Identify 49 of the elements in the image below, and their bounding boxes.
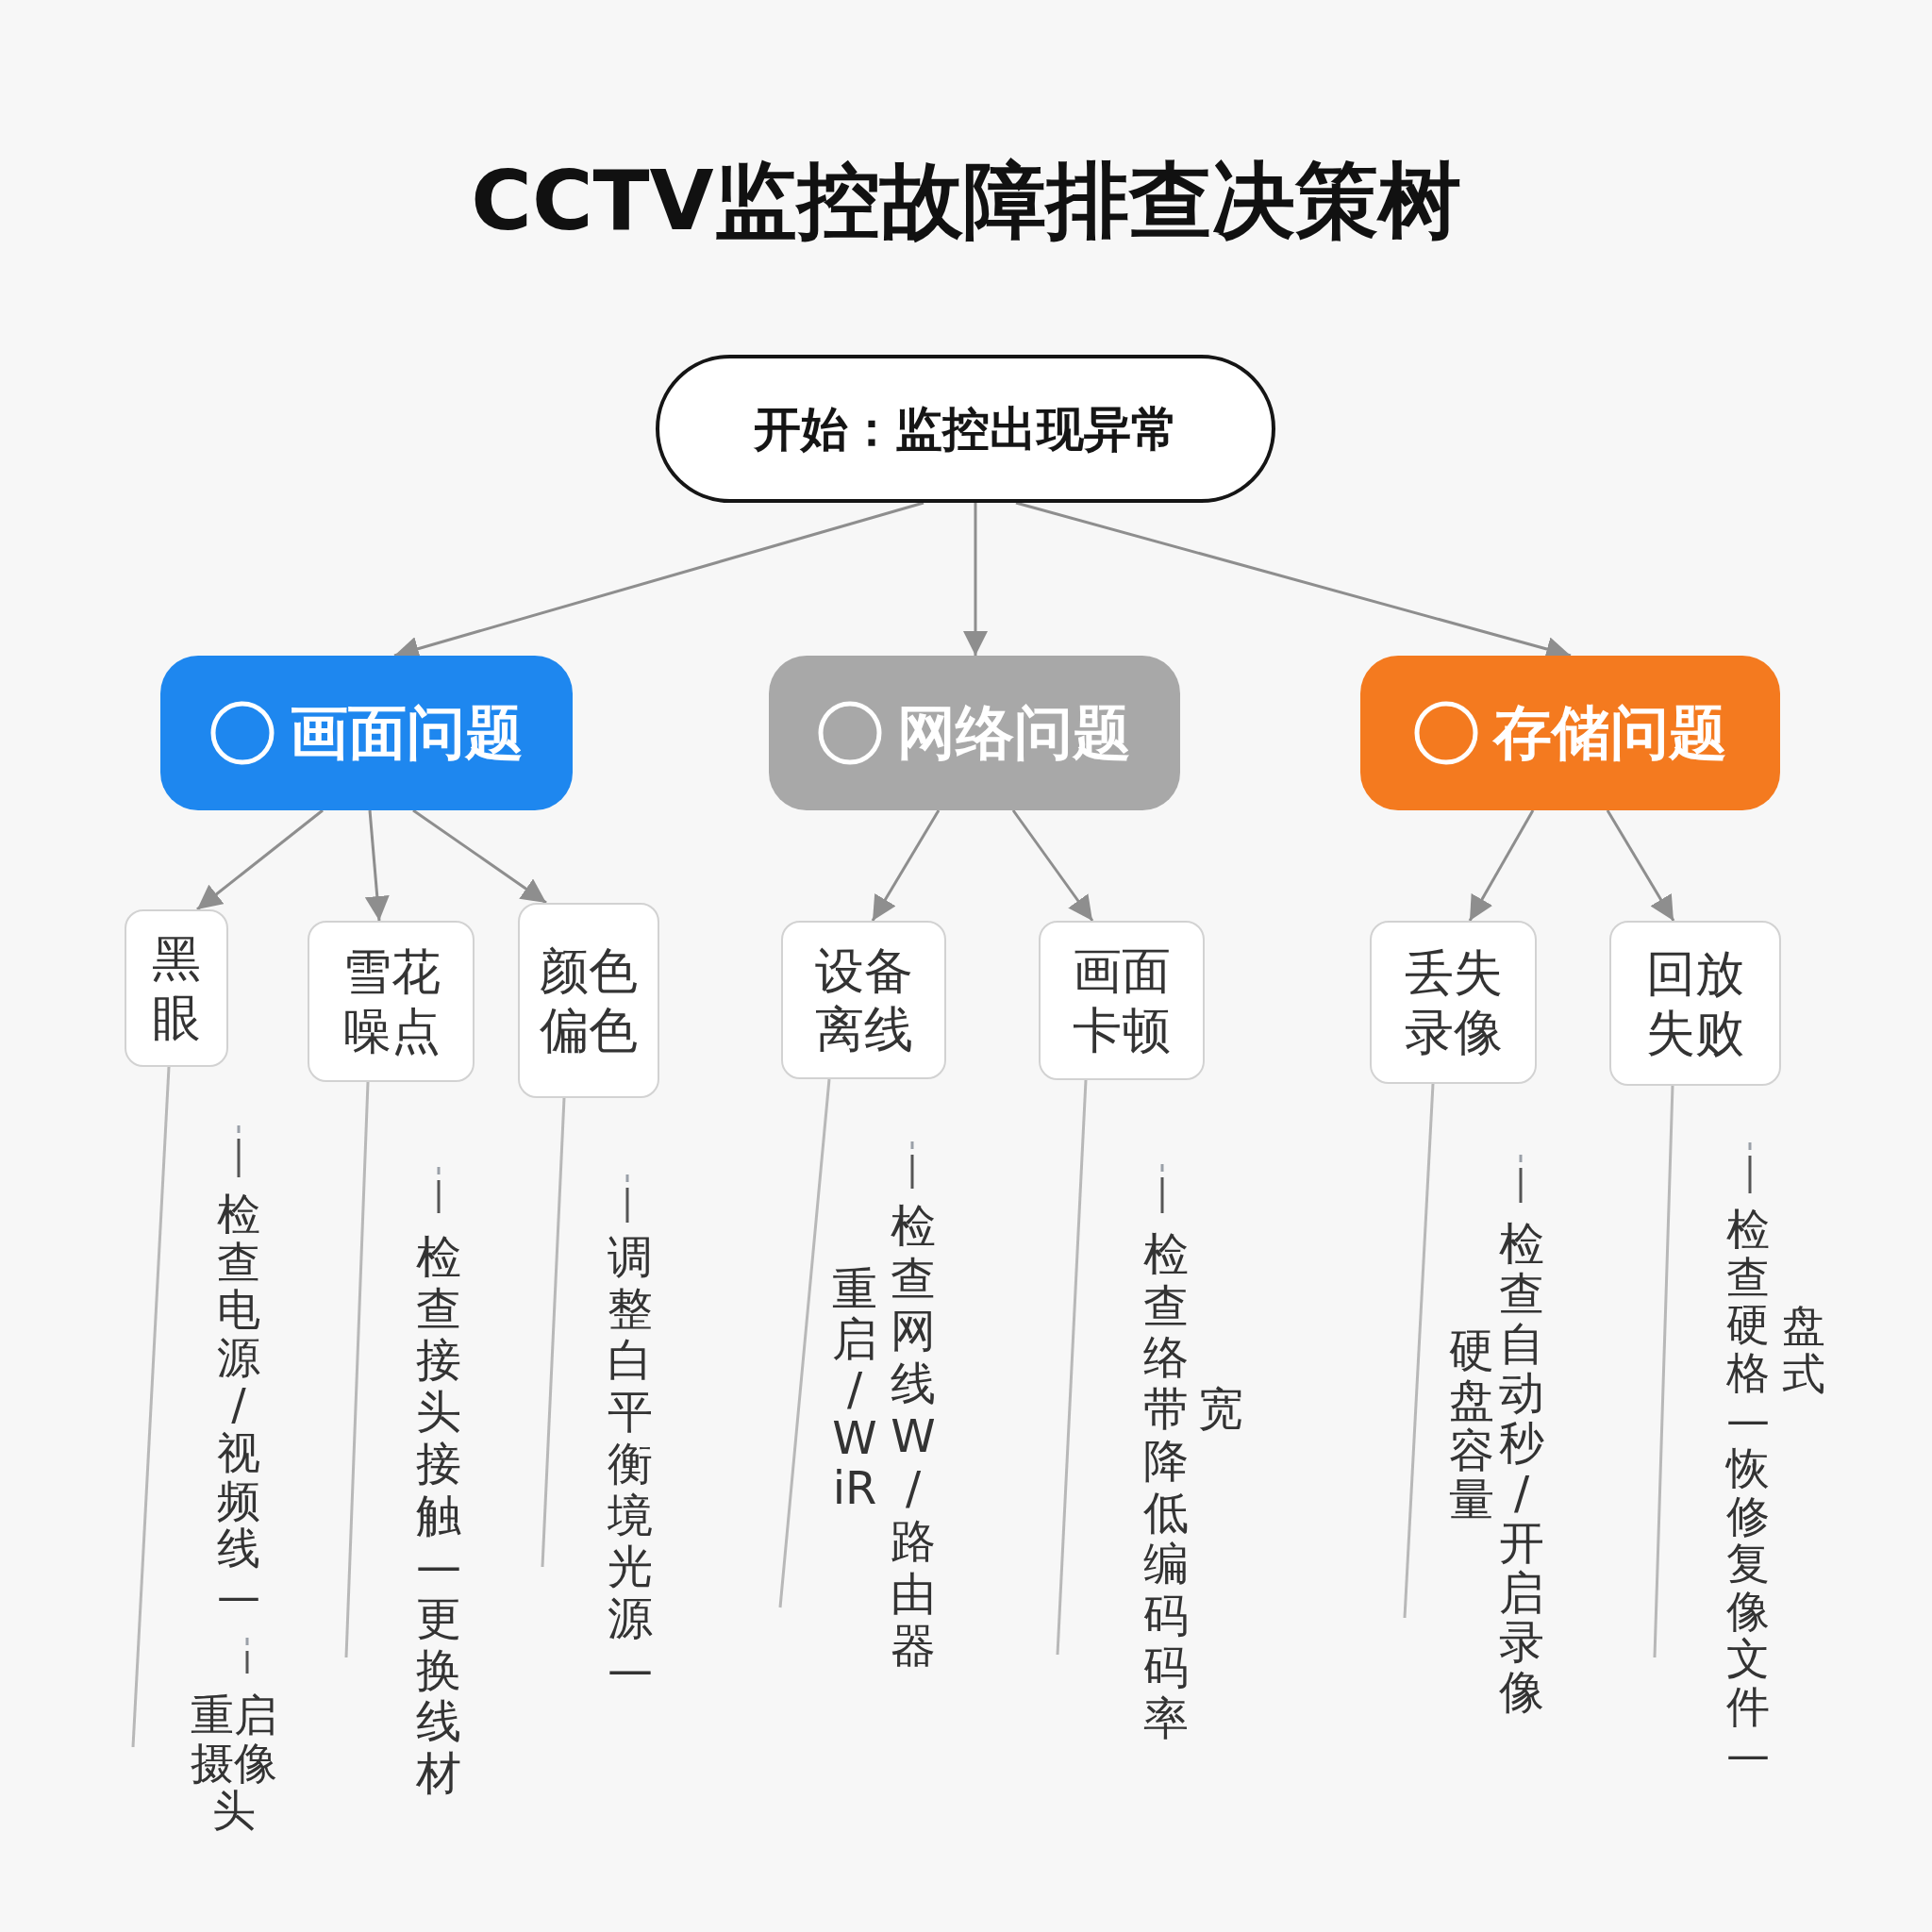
action-text: 检查硬格—恢修复像文件—	[1725, 1206, 1771, 1779]
action-text: 重启摄像头	[190, 1691, 278, 1835]
arrow	[871, 809, 941, 922]
action-text: 调整白平衡境光源—	[607, 1231, 654, 1696]
issue-box	[1039, 921, 1205, 1080]
action-text: 宽	[1197, 1383, 1244, 1435]
category-box	[160, 656, 573, 810]
issue-box	[1609, 921, 1781, 1086]
node-text: 网络问题	[897, 697, 1131, 769]
arrow	[963, 503, 988, 656]
connector-line	[1403, 1083, 1435, 1619]
connector-line	[778, 1078, 831, 1608]
arrow	[1011, 809, 1094, 922]
action-text: 盘式	[1781, 1302, 1826, 1398]
arrow	[1468, 809, 1535, 922]
action-text: 检查网线W/路由器	[890, 1200, 937, 1674]
node-text: 画面卡顿	[1072, 941, 1172, 1059]
connector-line	[1056, 1079, 1088, 1656]
issue-box	[308, 921, 475, 1082]
category-box	[1360, 656, 1780, 810]
node-text: 回放失败	[1645, 944, 1745, 1062]
connector-line	[344, 1081, 370, 1658]
action-text: 重启/WiR	[831, 1264, 878, 1513]
arrow	[412, 808, 547, 905]
node-text: 颜色偏色	[539, 941, 639, 1059]
node-text: 黑眼	[151, 929, 202, 1047]
action-text: 检查络带降低编码码率	[1142, 1228, 1190, 1745]
node-text: 雪花噪点	[341, 942, 441, 1060]
node-text: 画面问题	[289, 697, 524, 769]
title: CCTV监控故障排查决策树	[471, 151, 1461, 251]
connector-line	[131, 1066, 171, 1748]
arrow	[364, 809, 390, 922]
issue-box	[125, 909, 228, 1067]
connector-line	[1653, 1085, 1674, 1658]
node-text: 开始：监控出现异常	[753, 400, 1178, 458]
action-text: 检查自动秒/开启录像	[1498, 1219, 1545, 1717]
issue-box	[518, 903, 659, 1098]
node-text: 存储问题	[1492, 697, 1727, 769]
issue-box	[1370, 921, 1537, 1084]
arrow	[196, 808, 324, 911]
category-box	[769, 656, 1180, 810]
action-text: 硬盘容量	[1448, 1325, 1495, 1525]
node-text: 丢失录像	[1403, 943, 1504, 1061]
action-text: 检查电源/视频线—	[216, 1191, 261, 1621]
issue-box	[781, 921, 946, 1079]
action-text: 检查接头接触—更换线材	[415, 1231, 462, 1799]
arrow	[1606, 809, 1675, 922]
node-text: 设备离线	[813, 941, 914, 1059]
connector-line	[541, 1097, 566, 1568]
